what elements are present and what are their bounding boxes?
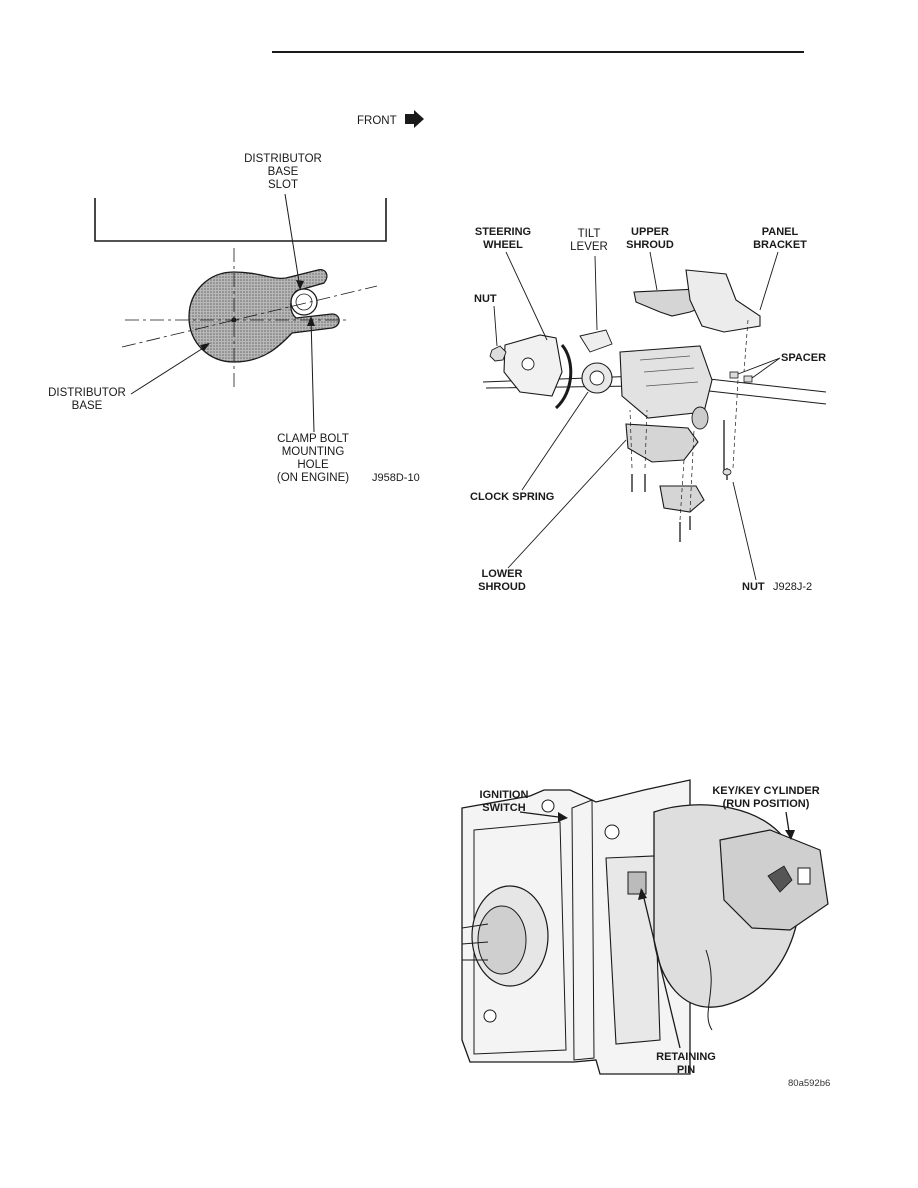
header-rule [272,51,804,53]
lower-shroud-shape [625,423,699,463]
panel-bracket-label-line1: PANEL [762,226,799,238]
figure1-code: J958D-10 [372,472,420,484]
retaining-pin-shape [627,871,647,895]
distributor-base-shape [188,269,340,363]
column-mechanism-detail [639,355,699,387]
lower-shroud-panel [659,485,705,513]
steering-wheel-label-line2: WHEEL [483,239,523,251]
shaft-splines [477,905,527,975]
spacer-label: SPACER [781,352,826,364]
upper-shroud-leader [649,251,658,291]
lower-shroud-leader [507,439,627,569]
steering-wheel-label-line1: STEERING [475,226,531,238]
front-label: FRONT [357,115,397,127]
column-shaft-right [699,377,827,405]
figure3-code: 80a592b6 [788,1078,830,1089]
steering-wheel-rim [554,344,573,410]
column-knob [691,406,709,430]
slot-label-line3: SLOT [268,179,298,191]
lower-shroud-label-line2: SHROUD [478,581,526,593]
slot-leader-line [284,193,301,289]
base-label-line1: DISTRIBUTOR [48,387,126,399]
tilt-lever-shape [579,329,613,353]
retaining-pin-label-line2: PIN [677,1064,695,1076]
key-cylinder-label-line2: (RUN POSITION) [723,798,810,810]
base-leader-line [130,344,209,395]
nut-top-leader [493,305,498,347]
housing-bolt-hole-mid [604,824,620,840]
key-slot-icon [797,867,811,885]
lower-shroud-label-line1: LOWER [482,568,523,580]
housing-panel-mid [571,799,595,1061]
tilt-lever-label-line1: TILT [578,228,601,240]
panel-bracket-shape [685,269,761,333]
nut-top-shape [489,345,507,362]
steering-wheel-center [521,357,535,371]
slot-label-line1: DISTRIBUTOR [244,153,322,165]
column-shaft-left [482,375,641,389]
key-cylinder-arrowhead [785,830,795,840]
panel-bracket-leader [759,251,779,311]
clamp-label-line4: (ON ENGINE) [277,472,349,484]
figure2-code: J928J-2 [773,581,812,593]
clamp-leader-arrowhead [307,316,315,326]
tilt-lever-label-line2: LEVER [570,241,608,253]
housing-bolt-hole-top [541,799,555,813]
tilt-lever-leader [594,255,598,331]
upper-shroud-label-line1: UPPER [631,226,669,238]
shaft-lines [461,923,489,961]
clamp-bolt-hole-inner [295,293,313,311]
housing-panel-left [473,821,567,1055]
spacer-shape-1 [729,371,739,379]
clamp-bolt-hole [290,288,318,316]
ignition-switch-arrowhead [558,812,568,822]
steering-wheel-leader [505,251,548,341]
base-label-line2: BASE [72,400,103,412]
clamp-label-line3: HOLE [297,459,329,471]
nut-bottom-leader [732,481,757,581]
clock-spring-center [589,370,605,386]
ignition-switch-label-line2: SWITCH [482,802,525,814]
center-point [231,317,237,323]
clock-spring-label: CLOCK SPRING [470,491,554,503]
spacer-leaders [737,357,781,379]
nut-bottom-label: NUT [742,581,765,593]
ignition-switch-label-line1: IGNITION [480,789,529,801]
mounting-screws [631,420,728,542]
base-leader-arrowhead [200,343,210,351]
assembly-dashed-lines [629,319,749,521]
slot-leader-arrowhead [296,280,304,290]
clamp-leader-line [310,317,315,433]
housing-bolt-hole-bottom [483,1009,497,1023]
front-arrow-icon [405,110,424,128]
retaining-pin-arrowhead [638,888,647,900]
upper-shroud-label-line2: SHROUD [626,239,674,251]
key-cylinder-label-line1: KEY/KEY CYLINDER [712,785,819,797]
retaining-pin-label-line1: RETAINING [656,1051,716,1063]
nut-bottom-shape [722,468,732,476]
clock-spring-leader [521,391,589,491]
switch-wire [705,949,713,1031]
clamp-label-line2: MOUNTING [282,446,345,458]
angled-centerline [121,285,378,348]
panel-bracket-label-line2: BRACKET [753,239,807,251]
clamp-label-line1: CLAMP BOLT [277,433,349,445]
pentastar-logo-icon [767,865,793,893]
slot-label-line2: BASE [268,166,299,178]
spacer-shape-2 [743,375,753,383]
retaining-pin-leader [641,889,681,1049]
engine-outline [94,198,387,242]
nut-top-label: NUT [474,293,497,305]
ignition-switch-body [605,855,661,1045]
